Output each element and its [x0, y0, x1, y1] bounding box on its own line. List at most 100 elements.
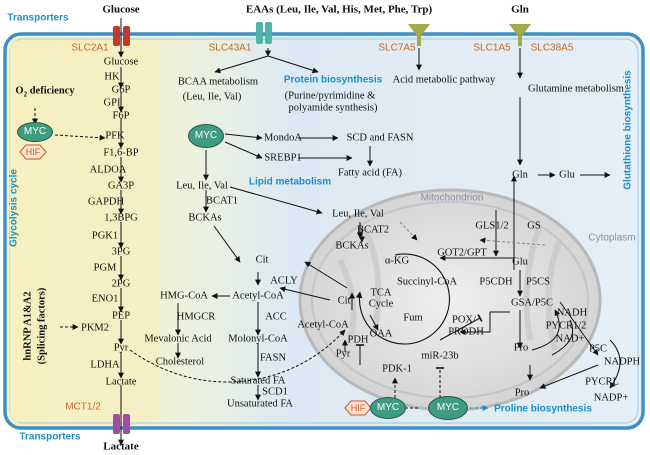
glycolysis-enzyme: PGK1 [91, 230, 119, 242]
bcaa-list-label: (Leu, Ile, Val) [182, 91, 242, 103]
mevalonic-label: Mevalonic Acid [144, 333, 212, 345]
glycolysis-enzyme: ENO1 [91, 293, 119, 305]
acid-path-label: Acid metabolic pathway [392, 74, 496, 86]
myc-bottom-right-node: MYC [428, 396, 468, 420]
glycolysis-step: F1,6-BP [103, 147, 139, 159]
pro1-label: Pro [513, 342, 529, 354]
hif-label-bottom: HIF [350, 403, 366, 413]
hif-label-left: HIF [25, 147, 41, 157]
hnrnp-label: hnRNP A1&A2 [22, 291, 34, 361]
pycrl-label: PYCRL [585, 376, 619, 388]
pro2-label: Pro [514, 387, 530, 399]
splicing-label: (Splicing factors) [36, 287, 48, 365]
tca-label: TCA [370, 287, 392, 299]
gln-top-label: Gln [511, 3, 529, 16]
hmgcr-label: HMGCR [176, 311, 216, 323]
proline-bio-label: Proline biosynthesis [494, 403, 592, 415]
glycolysis-step: F6P [112, 110, 130, 122]
glycolysis-step: GA3P [107, 180, 135, 192]
leu-ile-val-label: Leu, Ile, Val [176, 180, 228, 192]
glycolysis-cycle-label: Glycolysis cycle [8, 169, 20, 247]
oaa-label: OAA [369, 328, 393, 340]
glycolysis-enzyme: PFK [105, 130, 125, 142]
fatty-acid-label: Fatty acid (FA) [338, 167, 402, 179]
glycolysis-enzyme: PKM2 [80, 322, 110, 334]
gln-mid-label: Gln [512, 169, 528, 181]
slc7a5-label: SLC7A5 [378, 42, 416, 54]
glycolysis-step: 1,3BPG [104, 212, 138, 224]
unsaturated-label: Unsaturated FA [227, 398, 293, 410]
pdh-label: PDH [347, 334, 369, 346]
cholesterol-label: Cholesterol [155, 356, 205, 368]
got-label: GOT2/GPT [437, 247, 487, 259]
pox-label: POX/ [452, 314, 476, 326]
glycolysis-step: 3PG [111, 246, 131, 258]
leu-ile-val2-label: Leu, Ile, Val [332, 208, 384, 220]
mct-label: MCT1/2 [65, 401, 101, 413]
myc-bottom-left-node: MYC [370, 397, 406, 419]
mct-transporter [113, 414, 130, 434]
glycolysis-enzyme: GAPDH [87, 196, 125, 208]
glycolysis-step: 2PG [111, 278, 131, 290]
acetylcoa-label: Acetyl-CoA [232, 290, 284, 302]
acc-label: ACC [265, 311, 287, 323]
nadph-label: NADPH [603, 356, 641, 368]
slc1a5-label: SLC1A5 [473, 42, 511, 54]
nadplus-label: NAD+ [555, 333, 585, 345]
transporters-bottom-label: Transporters [19, 431, 81, 443]
lactate-out-label: Lactate [103, 440, 139, 453]
molonyl-label: Molonyl-CoA [228, 333, 288, 345]
cit-label: Cit [255, 254, 269, 266]
purine-label: (Purine/pyrimidine & [284, 90, 376, 102]
hmgcoa-label: HMG-CoA [160, 290, 208, 302]
glu-top-label: Glu [559, 169, 575, 181]
glycolysis-enzyme: PGM [93, 262, 117, 274]
slc7a5-transporter [408, 24, 430, 46]
cytoplasm-label: Cytoplasm [588, 232, 636, 244]
bcaa-metab-label: BCAA metabolism [177, 76, 259, 88]
bckas-label: BCKAs [188, 212, 222, 224]
glycolysis-step: Lactate [105, 376, 137, 388]
prodh-label: PRODH [448, 326, 484, 338]
nadh-label: NADH [556, 307, 588, 319]
gls-label: GLS1/2 [475, 220, 509, 232]
bckas2-label: BCKAs [335, 240, 369, 252]
bcat2-label: BCAT2 [356, 224, 390, 236]
fasn-label: FASN [259, 352, 287, 364]
p5cs-label: P5CS [526, 276, 550, 288]
succinyl-label: Succinyl-CoA [396, 276, 458, 288]
pyr2-label: Pyr [335, 348, 351, 360]
gs-label: GS [527, 220, 541, 232]
glycolysis-step: Glucose [103, 56, 139, 68]
fum-label: Fum [403, 312, 423, 324]
polyamide-label: polyamide synthesis) [288, 102, 378, 114]
lipid-metab-label: Lipid metabolism [248, 176, 332, 188]
srebp1-label: SREBP1 [264, 152, 302, 164]
nadpplus-label: NADP+ [593, 392, 629, 404]
p5cdh-label: P5CDH [479, 276, 513, 288]
glycolysis-enzyme: LDHA [90, 359, 120, 371]
glycolysis-enzyme: HK [104, 71, 120, 83]
p5c-label: P5C [588, 343, 608, 355]
bcat1-label: BCAT1 [205, 195, 239, 207]
o2-deficiency-label: O2 deficiency [15, 85, 75, 99]
pycr12-label: PYCR1/2 [545, 320, 587, 332]
saturated-label: Saturated FA [230, 375, 286, 387]
mir-label: miR-23b [421, 350, 459, 362]
scd-fasn-label: SCD and FASN [346, 132, 414, 144]
mitochondrion-label: Mitochondrion [420, 192, 484, 204]
glutathione-label: Glutathione biosynthesis [622, 70, 634, 190]
eaas-label: EAAs (Leu, Ile, Val, His, Met, Phe, Trp) [245, 3, 433, 16]
glucose-label: Glucose [102, 3, 140, 16]
glycolysis-enzyme: GPI [103, 97, 121, 109]
slc43a1-label: SLC43A1 [208, 42, 252, 54]
acly-label: ACLY [270, 275, 298, 287]
scd1-label: SCD1 [262, 386, 288, 398]
pdk-label: PDK-1 [382, 363, 412, 375]
slc1a5-transporter [509, 24, 531, 46]
acetylcoa2-label: Acetyl-CoA [297, 319, 349, 331]
hif-hexagon-left [19, 144, 47, 160]
slc43a1-transporter [256, 22, 272, 44]
